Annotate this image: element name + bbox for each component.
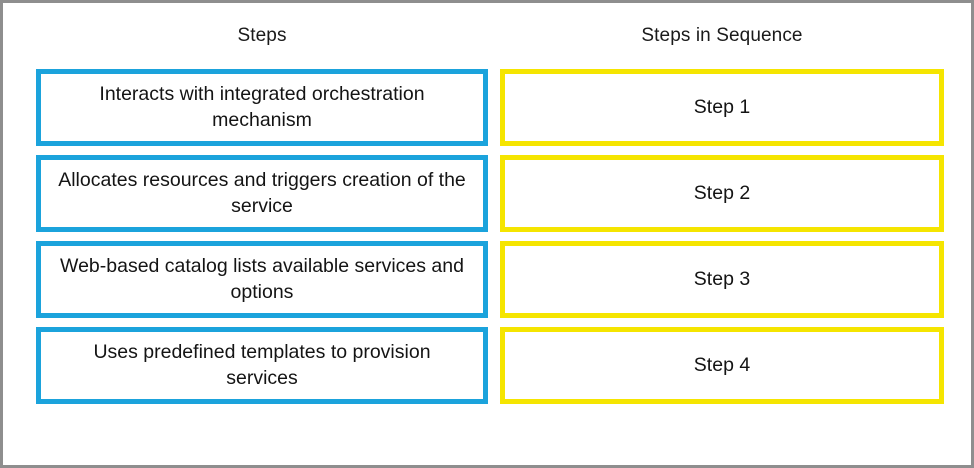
column-header-steps-in-sequence: Steps in Sequence [641,25,803,46]
step-source-item[interactable]: Interacts with integrated orchestration … [36,69,488,146]
step-source-item[interactable]: Uses predefined templates to provision s… [36,327,488,404]
sequence-drop-slot[interactable]: Step 2 [500,155,944,232]
sequence-drop-slot-label: Step 3 [693,267,751,290]
step-source-item-label: Uses predefined templates to provision s… [93,340,431,389]
sequence-drop-slot[interactable]: Step 3 [500,241,944,318]
sequence-drop-slot[interactable]: Step 4 [500,327,944,404]
sequence-drop-slot[interactable]: Step 1 [500,69,944,146]
step-source-item-label: Web-based catalog lists available servic… [60,254,464,303]
sequence-drop-slot-label: Step 4 [693,353,751,376]
sequence-drop-slot-label: Step 2 [693,181,751,204]
step-source-item-label: Interacts with integrated orchestration … [99,82,425,131]
step-source-item[interactable]: Allocates resources and triggers creatio… [36,155,488,232]
step-source-item-label: Allocates resources and triggers creatio… [58,168,466,217]
sequence-drop-slot-label: Step 1 [693,95,751,118]
step-source-item[interactable]: Web-based catalog lists available servic… [36,241,488,318]
column-header-steps: Steps [237,25,287,46]
